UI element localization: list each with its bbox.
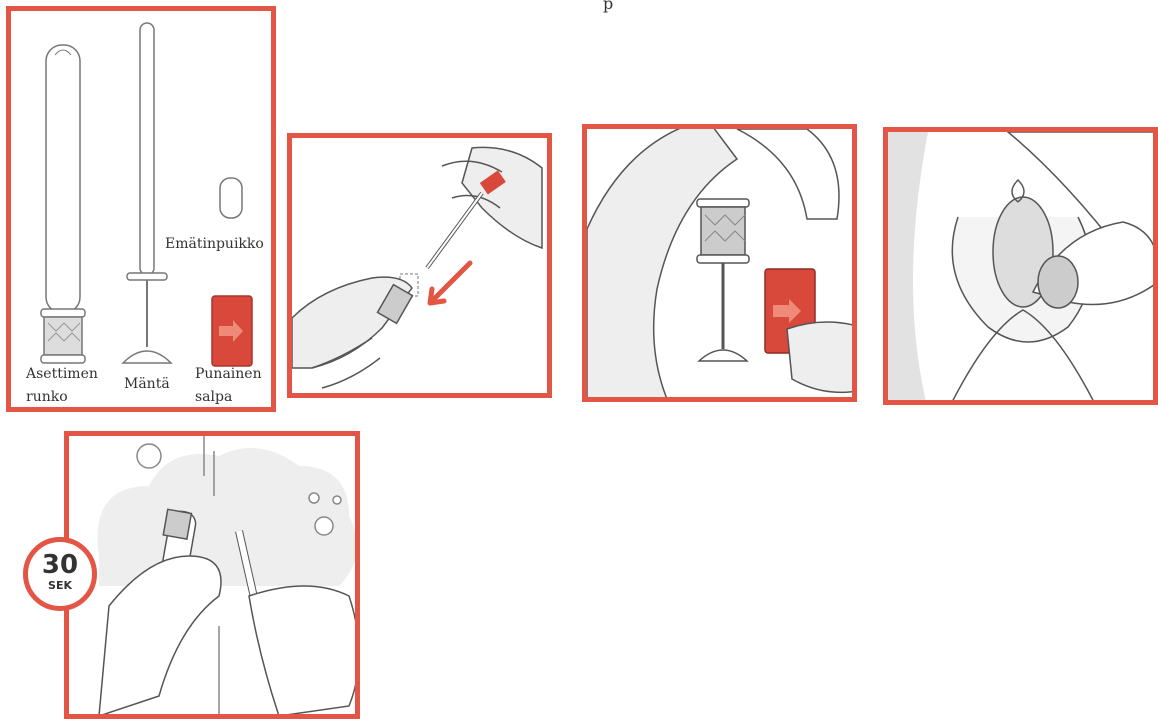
label-latch-2: salpa — [195, 389, 233, 405]
label-plunger: Mäntä — [124, 376, 170, 392]
label-tampon: Emätinpuikko — [165, 236, 264, 252]
arrow-right-icon — [219, 320, 243, 342]
timer-value: 30 — [41, 550, 79, 580]
label-latch-1: Punainen — [195, 366, 262, 382]
step-assemble-panel — [287, 133, 552, 398]
step-latch-panel: ( — [582, 124, 857, 402]
timer-unit: SEK — [48, 579, 72, 592]
arrow-down-left-icon — [427, 260, 473, 306]
step-wash-panel: ( — [64, 431, 360, 719]
label-applicator-body-2: runko — [26, 389, 68, 405]
wash-illustration — [97, 436, 355, 714]
assemble-illustration — [292, 146, 543, 389]
parts-illustration — [40, 22, 253, 367]
label-applicator-body-1: Asettimen — [26, 366, 98, 382]
step-insert-panel — [883, 127, 1158, 405]
insert-illustration — [888, 132, 1153, 400]
parts-panel: Asettimen runko Mäntä Emätinpuikko Punai… — [6, 6, 276, 412]
latch-illustration — [587, 129, 852, 397]
timer-badge: 30 SEK — [23, 537, 97, 611]
top-text-fragment: p — [603, 0, 614, 13]
